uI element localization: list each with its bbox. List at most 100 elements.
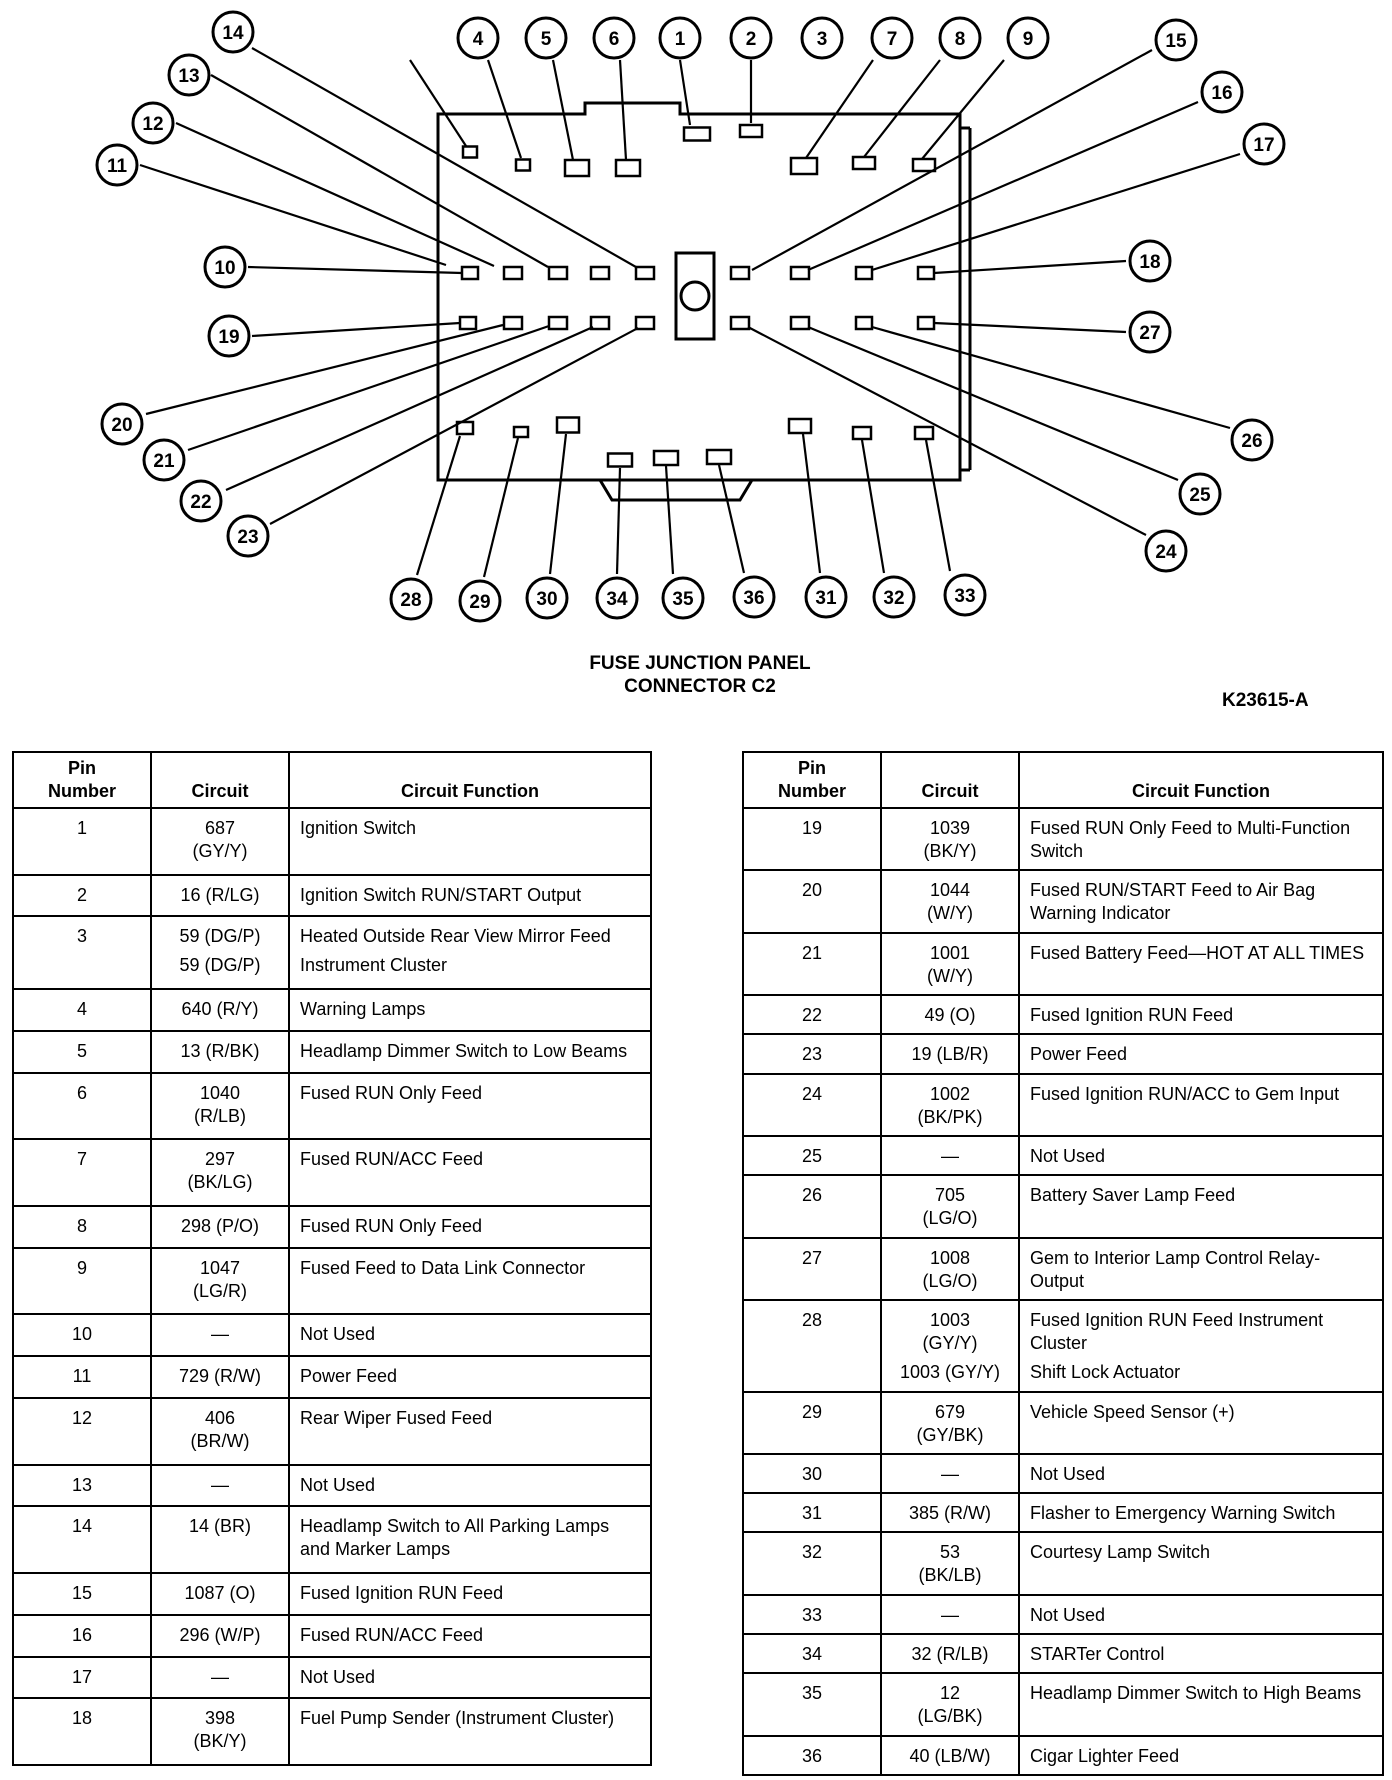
pin-callout: 21: [142, 438, 186, 482]
callout-label: 34: [606, 589, 628, 610]
pin-cavity: [514, 158, 532, 172]
pin-number-cell: 31: [742, 1492, 882, 1534]
pin-cavity: [789, 265, 811, 281]
circuit-function-text: Headlamp Switch to All Parking Lamps and…: [300, 1516, 610, 1560]
circuit-function-text-secondary: Instrument Cluster: [300, 955, 448, 976]
pin-callout: 34: [595, 576, 639, 620]
circuit-text: 729 (R/W): [178, 1366, 261, 1387]
circuit-text: 59 (DG/P): [179, 926, 261, 947]
callout-circle: [592, 16, 636, 60]
leader-line: [863, 59, 941, 158]
circuit-function-text: Battery Saver Lamp Feed: [1030, 1185, 1236, 1206]
callout-label: 3: [817, 29, 828, 50]
pin-cavity: [455, 420, 475, 436]
leader-line: [551, 59, 575, 161]
circuit-cell: 1039(BK/Y): [880, 806, 1020, 872]
circuit-text: 40 (LB/W): [909, 1745, 991, 1766]
circuit-text: 298 (P/O): [180, 1215, 260, 1236]
pin-cavity: [589, 315, 611, 331]
header-pin-line2: Number: [47, 781, 116, 801]
pin-number-cell: 33: [742, 1593, 882, 1635]
header-circuit-function: Circuit Function: [1018, 751, 1384, 809]
pin-number-cell: 8: [12, 1204, 152, 1249]
callout-circle: [95, 143, 139, 187]
callout-label: 21: [153, 451, 175, 472]
circuit-function-text: Headlamp Dimmer Switch to Low Beams: [300, 1041, 628, 1062]
circuit-function-text: Fused RUN/ACC Feed: [300, 1149, 484, 1170]
circuit-text: 14 (BR): [188, 1516, 251, 1537]
circuit-text: 1008: [929, 1247, 971, 1268]
circuit-function-text: Power Feed: [1030, 1044, 1128, 1065]
callout-circle: [1144, 529, 1188, 573]
circuit-function-text: Headlamp Dimmer Switch to High Beams: [1030, 1683, 1362, 1704]
callout-circle: [456, 16, 500, 60]
callout-circle: [179, 479, 223, 523]
circuit-function-cell: Fused RUN/ACC Feed: [288, 1613, 652, 1658]
circuit-text-secondary: 59 (DG/P): [179, 955, 261, 976]
callout-label: 1: [675, 29, 686, 50]
pin-number-cell: 2: [12, 873, 152, 918]
pin-callout: 24: [1144, 529, 1188, 573]
pin-number-cell: 10: [12, 1313, 152, 1358]
circuit-text: 296 (W/P): [179, 1624, 261, 1645]
callout-label: 6: [609, 29, 620, 50]
callout-label: 20: [111, 415, 132, 436]
callout-circle: [938, 16, 982, 60]
circuit-function-cell: Not Used: [288, 1313, 652, 1358]
circuit-text-secondary: 1003 (GY/Y): [899, 1361, 1001, 1382]
callout-label: 22: [190, 492, 211, 513]
callout-circle: [1230, 418, 1274, 462]
pin-callout: 18: [1128, 239, 1172, 283]
pin-number-cell: 20: [742, 869, 882, 934]
circuit-function-cell: Gem to Interior Lamp Control Relay-Outpu…: [1018, 1236, 1384, 1301]
pin-cavity: [916, 265, 936, 281]
circuit-text: 16 (R/LG): [180, 884, 260, 905]
callout-circle: [458, 579, 502, 623]
circuit-text: —: [941, 1145, 959, 1166]
pin-callout: 7: [870, 16, 914, 60]
circuit-function-text-secondary: Shift Lock Actuator: [1030, 1361, 1181, 1382]
pin-callout: 20: [100, 402, 144, 446]
pin-callout: 11: [95, 143, 139, 187]
pin-cavity: [729, 315, 751, 331]
pin-callout: 2: [729, 16, 773, 60]
leader-line: [924, 439, 952, 572]
pin-number-cell: 1: [12, 807, 152, 876]
circuit-text: —: [941, 1463, 959, 1484]
circuit-text: 705: [934, 1185, 966, 1206]
pin-callout: 33: [943, 573, 987, 617]
pin-number-cell: 16: [12, 1613, 152, 1658]
callout-label: 13: [178, 66, 199, 87]
pin-number-cell: 15: [12, 1571, 152, 1616]
circuit-text: 1003: [929, 1309, 971, 1330]
pin-number-cell: 7: [12, 1138, 152, 1207]
pin-callout: 8: [938, 16, 982, 60]
pin-number-cell: 34: [742, 1632, 882, 1675]
leader-line: [871, 152, 1241, 272]
circuit-text: (GY/BK): [916, 1424, 984, 1445]
circuit-function-cell: Battery Saver Lamp Feed: [1018, 1174, 1384, 1239]
leader-line: [486, 59, 523, 159]
circuit-text: —: [211, 1324, 229, 1345]
leader-line: [871, 325, 1231, 430]
callout-label: 14: [222, 23, 244, 44]
circuit-function-cell: Not Used: [1018, 1452, 1384, 1495]
circuit-cell: 1002(BK/PK): [880, 1072, 1020, 1137]
header-pin-line2: Number: [777, 781, 846, 801]
pin-number-cell: 28: [742, 1298, 882, 1393]
pin-cavity: [738, 123, 764, 139]
circuit-cell: 1044(W/Y): [880, 869, 1020, 934]
circuit-function-text: Ignition Switch RUN/START Output: [300, 884, 582, 905]
circuit-cell: —: [880, 1134, 1020, 1177]
circuit-text: (R/LB): [193, 1105, 246, 1126]
circuit-cell: 32 (R/LB): [880, 1632, 1020, 1675]
